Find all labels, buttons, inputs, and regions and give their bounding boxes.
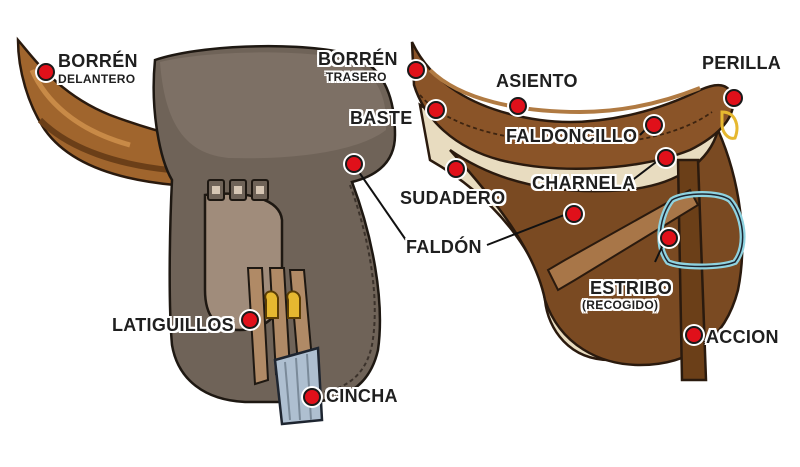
label-borren-delantero-sub: DELANTERO — [58, 72, 136, 86]
marker-accion — [685, 326, 703, 344]
marker-borren-delantero — [37, 63, 55, 81]
label-charnela: CHARNELA — [532, 173, 636, 193]
marker-baste — [427, 101, 445, 119]
label-faldon: FALDÓN — [406, 237, 482, 257]
seat-highlight — [428, 68, 701, 115]
front-pommel-highlight — [29, 69, 131, 148]
seam — [307, 184, 376, 395]
marker-faldon — [345, 155, 363, 173]
d-ring — [720, 110, 739, 140]
front-pommel-shadow — [37, 117, 171, 173]
marker-charnela — [657, 149, 675, 167]
label-borren-trasero: BORRÉN — [318, 49, 398, 69]
marker-cincha — [303, 388, 321, 406]
label-cincha: CINCHA — [326, 386, 398, 406]
marker-borren-trasero — [407, 61, 425, 79]
label-asiento: ASIENTO — [496, 71, 578, 91]
label-faldoncillo: FALDONCILLO — [506, 126, 638, 146]
label-perilla: PERILLA — [702, 53, 782, 73]
buckle-2 — [286, 290, 301, 319]
marker-faldon-right — [565, 205, 583, 223]
marker-perilla — [725, 89, 743, 107]
marker-faldoncillo — [645, 116, 663, 134]
seat-seam — [419, 94, 713, 145]
label-sudadero: SUDADERO — [400, 188, 506, 208]
marker-asiento — [509, 97, 527, 115]
label-latiguillos: LATIGUILLOS — [112, 315, 234, 335]
strap-crossing — [546, 188, 700, 292]
marker-sudadero — [447, 160, 465, 178]
label-borren-trasero-sub: TRASERO — [326, 70, 387, 84]
label-estribo: ESTRIBO — [590, 278, 673, 298]
left-panel-top — [160, 52, 387, 159]
label-baste: BASTE — [350, 108, 413, 128]
buckle-1 — [264, 290, 279, 319]
label-borren-delantero: BORRÉN — [58, 51, 138, 71]
marker-latiguillos — [241, 311, 259, 329]
label-estribo-sub: (RECOGIDO) — [582, 298, 659, 312]
marker-estribo — [660, 229, 678, 247]
billet-1 — [246, 267, 270, 386]
stirrup-leather — [676, 158, 708, 382]
label-accion: ACCION — [706, 327, 779, 347]
